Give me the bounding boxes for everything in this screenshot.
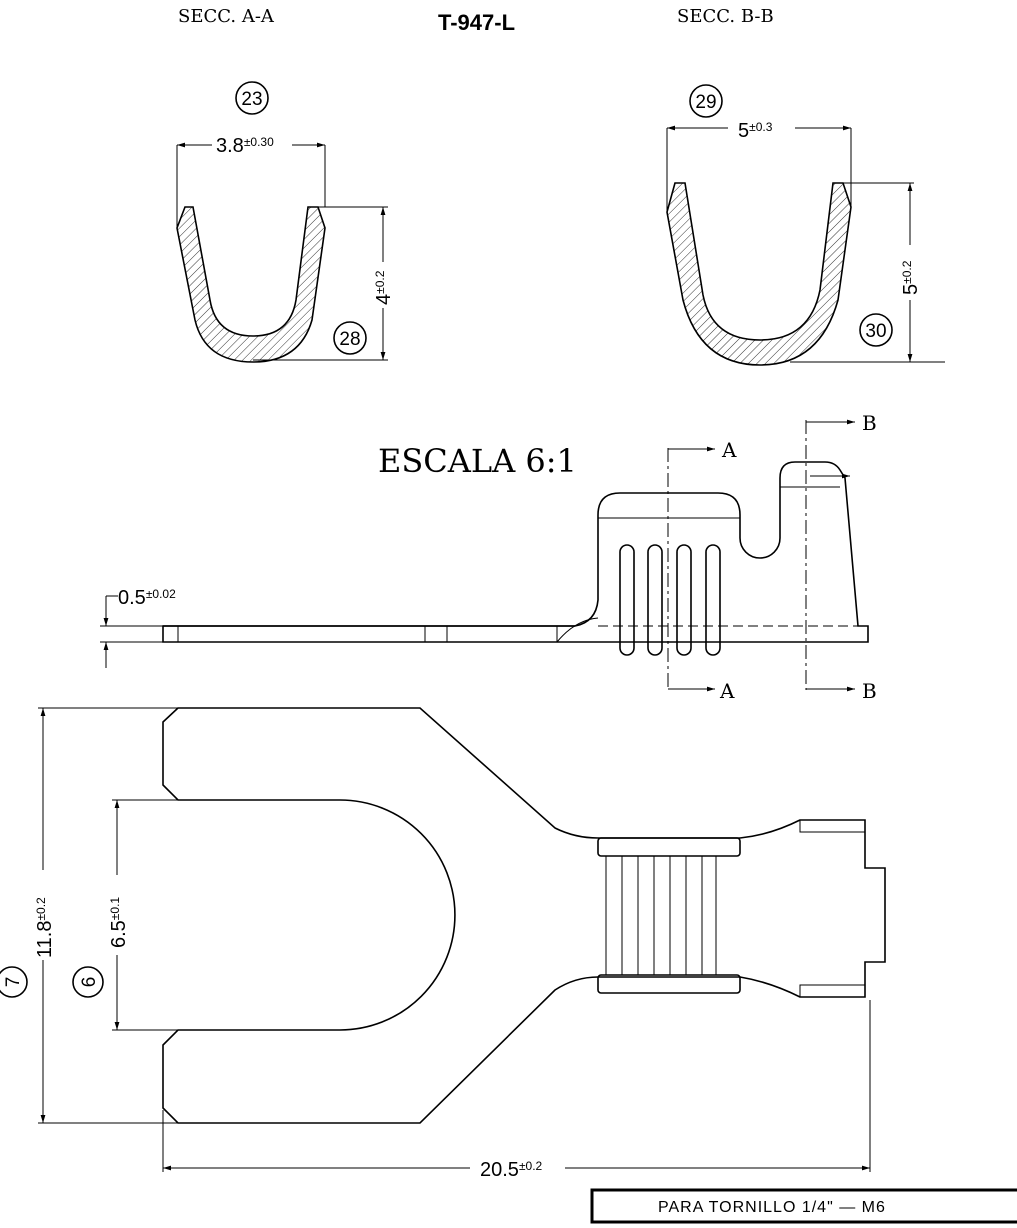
balloon-23: 23 (235, 81, 269, 115)
section-b-width-dim: 5±0.3 (738, 120, 773, 142)
section-b-height-dim: 5±0.2 (900, 260, 922, 295)
rib-slots (619, 544, 721, 656)
section-b-title: SECC. B-B (677, 6, 774, 27)
slot-width-dim: 6.5±0.1 (108, 897, 130, 948)
balloon-29: 29 (689, 84, 723, 118)
section-a-width-dim: 3.8±0.30 (216, 135, 274, 157)
svg-text:6: 6 (79, 977, 100, 988)
svg-text:30: 30 (865, 321, 886, 342)
section-a-view: 3.8±0.30 4±0.2 23 28 (176, 81, 395, 363)
svg-text:29: 29 (695, 92, 716, 113)
section-b-profile (666, 182, 852, 366)
cut-label-b-bottom: B (862, 679, 877, 703)
balloon-28: 28 (333, 321, 367, 355)
thickness-dim: 0.5±0.02 (118, 587, 176, 609)
cut-label-a-top: A (721, 438, 737, 462)
svg-text:7: 7 (3, 977, 24, 988)
screw-note: PARA TORNILLO 1/4" — M6 (658, 1199, 886, 1216)
side-view: A A B B 0.5±0.02 (100, 411, 877, 703)
balloon-7: 7 (0, 966, 28, 998)
part-number: T-947-L (438, 10, 515, 35)
section-a-title: SECC. A-A (178, 6, 275, 27)
barrel-ribs (605, 856, 717, 975)
overall-width-dim: 11.8±0.2 (34, 897, 56, 958)
cut-label-b-top: B (862, 411, 877, 435)
overall-length-dim: 20.5±0.2 (480, 1159, 543, 1181)
section-a-height-dim: 4±0.2 (373, 270, 395, 305)
balloon-30: 30 (859, 313, 893, 347)
balloon-6: 6 (72, 966, 104, 998)
svg-text:23: 23 (241, 89, 262, 110)
note-box: PARA TORNILLO 1/4" — M6 (590, 1188, 1017, 1224)
scale-label: ESCALA 6:1 (378, 442, 577, 480)
plan-view: 11.8±0.2 6.5±0.1 7 6 20.5±0.2 (0, 707, 886, 1181)
cut-label-a-bottom: A (719, 679, 735, 703)
section-a-profile (176, 206, 326, 363)
section-b-view: 5±0.3 5±0.2 29 30 (666, 84, 945, 366)
svg-text:28: 28 (339, 329, 360, 350)
